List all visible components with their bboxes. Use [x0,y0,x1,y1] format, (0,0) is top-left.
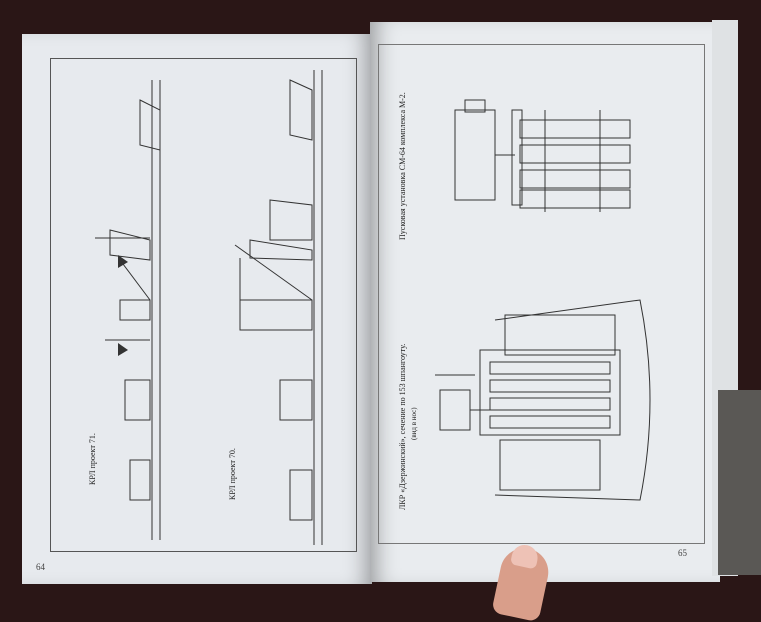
left-drawing-frame [50,58,357,552]
caption-cross-section: ЛКР «Дзержинский», сечение по 153 шпанго… [398,343,407,510]
ship-profile-2 [234,70,323,545]
caption-ship-71: КРЛ проект 71. [88,433,97,485]
page-number-left: 64 [36,562,45,572]
technical-drawings [95,70,651,545]
ship-profile-1 [95,80,161,540]
caption-ship-70: КРЛ проект 70. [228,448,237,500]
right-drawing-frame [378,44,705,544]
next-page-photo [718,390,761,575]
page-number-right: 65 [678,548,687,558]
launcher-drawing [454,99,631,212]
ship-profile-1-solid [118,255,128,356]
open-book-photo: КРЛ проект 71. КРЛ проект 70. Пусковая у… [22,20,761,622]
caption-launcher: Пусковая установка СМ-64 комплекса М-2. [398,92,407,240]
cross-section-drawing [435,299,651,501]
caption-cross-section-note: (вид в нос) [410,407,418,440]
